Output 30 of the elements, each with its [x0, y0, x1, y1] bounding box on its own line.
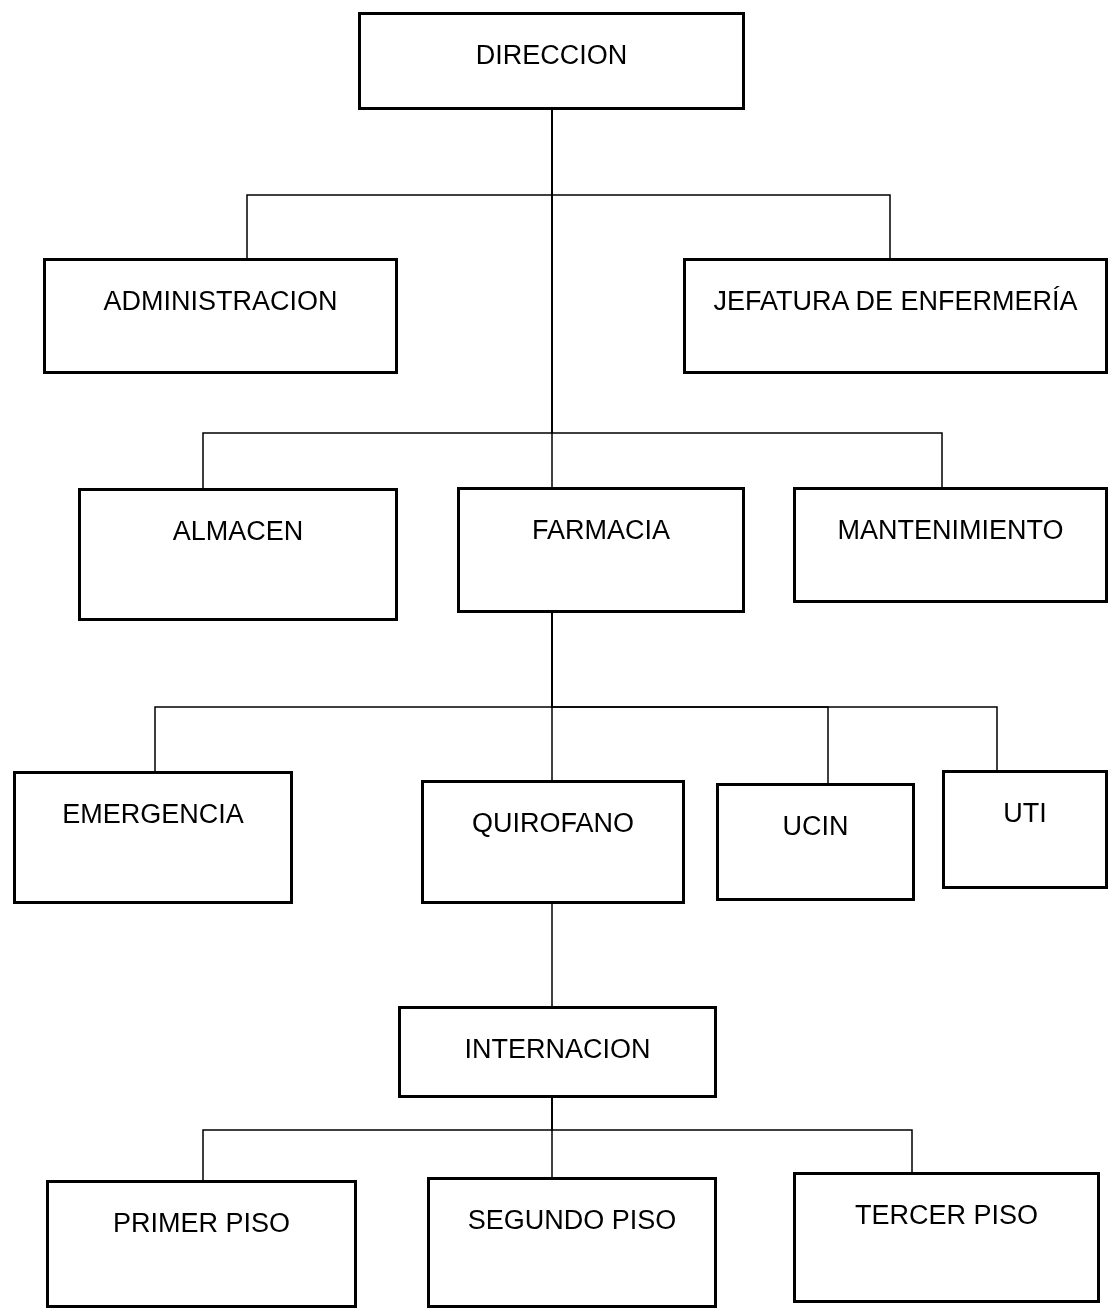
org-box: [793, 1172, 1100, 1303]
connector-line: [551, 903, 553, 1007]
box-label: QUIROFANO: [472, 807, 634, 840]
box-label: UCIN: [782, 810, 849, 843]
org-box: [398, 1006, 717, 1098]
org-box: [716, 783, 915, 901]
box-label: UTI: [1003, 797, 1047, 830]
box-label: ALMACEN: [172, 515, 304, 548]
box-label: TERCER PISO: [855, 1199, 1038, 1232]
org-box: [358, 12, 745, 110]
box-label: FARMACIA: [532, 514, 670, 547]
box-label: JEFATURA DE ENFERMERÍA: [713, 285, 1078, 318]
org-box: [43, 258, 398, 374]
org-box: [46, 1180, 357, 1308]
org-box: [683, 258, 1108, 374]
org-box: [13, 771, 293, 904]
org-box: [942, 770, 1108, 889]
box-label: EMERGENCIA: [62, 798, 244, 831]
org-box: [793, 487, 1108, 603]
box-label: SEGUNDO PISO: [467, 1204, 677, 1237]
box-label: ADMINISTRACION: [103, 285, 338, 318]
box-label: INTERNACION: [464, 1033, 651, 1066]
box-label: DIRECCION: [475, 39, 628, 72]
connector-line: [551, 1097, 913, 1173]
org-box: [421, 780, 685, 904]
org-box: [457, 487, 745, 613]
box-label: PRIMER PISO: [113, 1207, 290, 1240]
org-box: [427, 1177, 717, 1308]
org-box: [78, 488, 398, 621]
box-label: MANTENIMIENTO: [837, 514, 1064, 547]
